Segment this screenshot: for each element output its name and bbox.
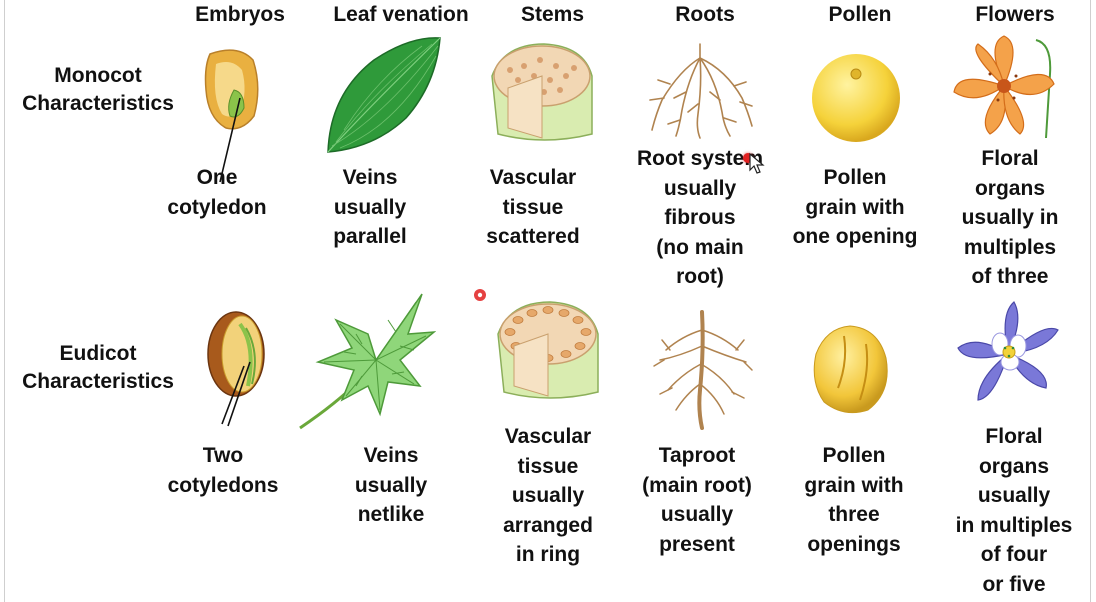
- stem-scattered-icon: [484, 38, 599, 148]
- columbine-flower-icon: [954, 300, 1064, 410]
- eudicot-stems-text: Vascular tissue usually arranged in ring: [503, 425, 593, 566]
- laser-pointer-icon: [473, 288, 487, 302]
- taproot-icon: [646, 310, 756, 430]
- eudicot-pollen-text: Pollen grain with three openings: [804, 444, 904, 556]
- monocot-roots-text: Root system usually fibrous (no main roo…: [636, 147, 764, 288]
- monocot-leaf-text: Veins usually parallel: [333, 166, 407, 248]
- header-pollen: Pollen: [828, 3, 892, 26]
- frame-right-border: [1090, 0, 1091, 602]
- eudicot-roots-text: Taproot (main root) usually present: [642, 444, 752, 556]
- lily-flower-icon: [946, 34, 1066, 144]
- monocot-stems-text: Vascular tissue scattered: [486, 166, 580, 248]
- row-label-eudicot: Eudicot Characteristics: [22, 342, 174, 393]
- header-stems: Stems: [520, 3, 585, 26]
- monocot-flowers-text: Floral organs usually in multiples of th…: [961, 147, 1059, 288]
- monocot-embryo-text: One cotyledon: [167, 166, 267, 219]
- embryo-icon: [198, 42, 288, 202]
- eudicot-embryo-text: Two cotyledons: [167, 444, 279, 497]
- eudicot-flowers-text: Floral organs usually in multiples of fo…: [955, 425, 1073, 596]
- monocot-pollen-text: Pollen grain with one opening: [792, 166, 918, 248]
- mouse-cursor-icon: [748, 152, 766, 176]
- header-roots: Roots: [675, 3, 735, 26]
- pollen-one-opening-icon: [806, 46, 906, 146]
- parallel-leaf-icon: [322, 34, 447, 159]
- eudicot-leaf-text: Veins usually netlike: [354, 444, 428, 526]
- header-leaf-venation: Leaf venation: [333, 3, 469, 26]
- frame-left-border: [4, 0, 5, 602]
- header-embryos: Embryos: [195, 3, 285, 26]
- stem-ring-icon: [490, 296, 605, 406]
- netlike-leaf-icon: [296, 290, 436, 435]
- pollen-three-openings-icon: [808, 322, 893, 417]
- row-label-monocot: Monocot Characteristics: [22, 64, 174, 115]
- pointer-dot: [743, 153, 753, 163]
- eudicot-embryo-icon: [200, 306, 280, 456]
- fibrous-root-icon: [640, 40, 760, 140]
- header-flowers: Flowers: [975, 3, 1055, 26]
